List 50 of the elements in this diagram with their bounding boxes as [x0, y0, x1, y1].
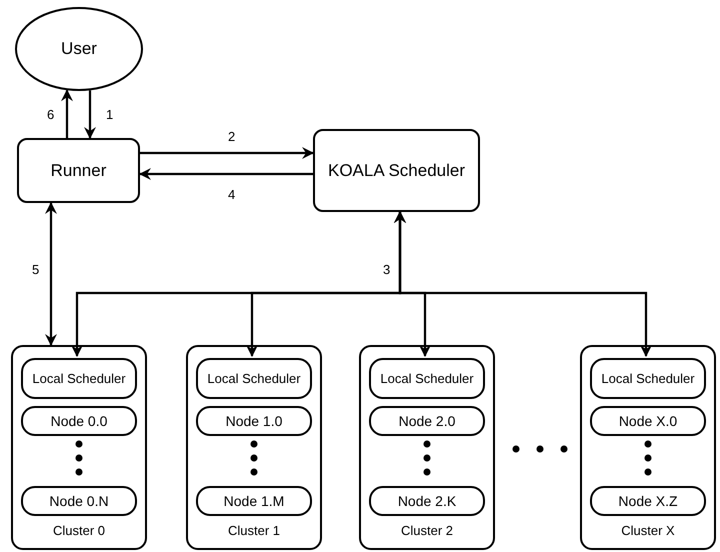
cluster-label: Cluster X [621, 523, 675, 538]
node-label: Local Scheduler [207, 371, 301, 386]
arrow [84, 90, 96, 139]
arrow [140, 147, 314, 159]
node-label: User [61, 39, 97, 59]
node-box [590, 406, 706, 436]
edge-label: 2 [226, 129, 238, 144]
node-label: Runner [50, 160, 106, 180]
edge-label: 6 [45, 107, 56, 122]
scheduler-box [196, 358, 312, 399]
process-box [17, 138, 140, 203]
user-ellipse [15, 7, 143, 91]
edge-label: 5 [30, 262, 42, 277]
node-box [369, 486, 485, 516]
scheduler-box [369, 358, 485, 399]
node-label: KOALA Scheduler [328, 160, 466, 180]
arrow [61, 89, 73, 138]
node-label: Local Scheduler [32, 371, 126, 386]
node-box [21, 406, 137, 436]
node-label: Node 1.M [224, 493, 284, 509]
node-box [369, 406, 485, 436]
node-label: Node 2.0 [398, 413, 456, 429]
cluster-box [11, 345, 147, 550]
node-label: Node 0.N [49, 493, 109, 509]
node-label: Local Scheduler [380, 371, 474, 386]
node-label: Node 0.0 [50, 413, 108, 429]
arrow [45, 202, 57, 346]
edge-label: 4 [226, 187, 238, 202]
node-box [196, 486, 312, 516]
node-label: Node X.0 [618, 413, 678, 429]
cluster-label: Cluster 0 [52, 523, 106, 538]
node-box [21, 486, 137, 516]
scheduler-box [590, 358, 706, 399]
node-box [590, 486, 706, 516]
node-box [196, 406, 312, 436]
node-label: Node 1.0 [226, 413, 282, 429]
process-box [313, 129, 480, 212]
cluster-box [580, 345, 716, 550]
scheduler-box [21, 358, 137, 399]
cluster-box [359, 345, 495, 550]
node-label: Local Scheduler [601, 371, 695, 386]
arrow [394, 211, 652, 357]
cluster-label: Cluster 2 [400, 523, 454, 538]
node-label: Node 2.K [398, 493, 456, 509]
cluster-box [186, 345, 322, 550]
edge-label: 3 [381, 262, 392, 277]
arrow [139, 168, 313, 180]
node-label: Node X.Z [618, 493, 678, 509]
edge-label: 1 [104, 107, 116, 122]
cluster-label: Cluster 1 [228, 523, 280, 538]
